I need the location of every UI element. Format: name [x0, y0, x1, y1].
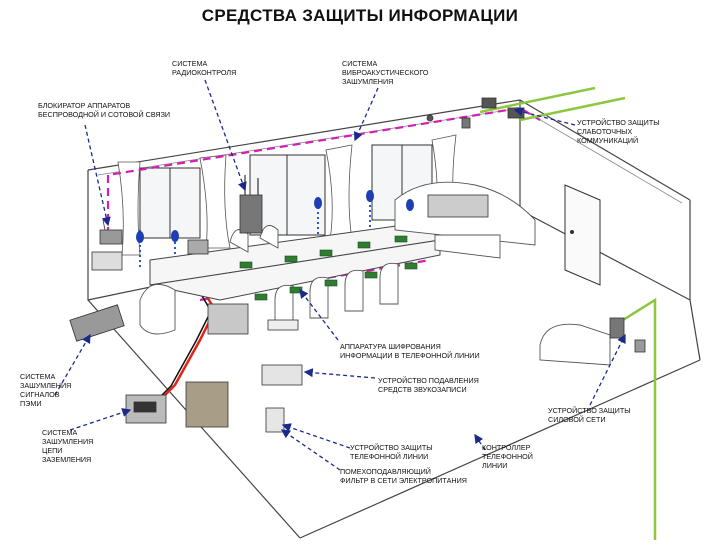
desk-phone-icon	[91, 239, 299, 331]
table-green-devices	[239, 235, 418, 301]
wireless-jammer-icon	[99, 219, 123, 245]
power-filter-icon	[265, 407, 285, 433]
sound-jammer-icon	[261, 364, 303, 386]
label-wireless-blocker: БЛОКИРАТОР АППАРАТОВ БЕСПРОВОДНОЙ И СОТО…	[38, 101, 171, 119]
cable-red	[154, 284, 217, 406]
armchair	[539, 323, 611, 366]
pointer-lines	[54, 79, 626, 471]
label-vibro-noise: СИСТЕМА ВИБРОАКУСТИЧЕСКОГО ЗАШУМЛЕНИЯ	[342, 59, 429, 86]
outlet-protector-icon	[609, 317, 625, 339]
radio-monitor-icon	[239, 175, 263, 234]
label-radio-control: СИСТЕМА РАДИОКОНТРОЛЯ	[172, 59, 237, 77]
label-ground-noise: СИСТЕМА ЗАШУМЛЕНИЯ ЦЕПИ ЗАЗЕМЛЕНИЯ	[42, 428, 94, 464]
label-power-filter: ПОМЕХОПОДАВЛЯЮЩИЙ ФИЛЬТР В СЕТИ ЭЛЕКТРОП…	[340, 467, 467, 485]
page-title: СРЕДСТВА ЗАЩИТЫ ИНФОРМАЦИИ	[201, 6, 519, 25]
chairs	[139, 225, 399, 335]
cable-green	[479, 86, 657, 540]
power-socket-icon	[634, 339, 646, 353]
cable-black	[150, 285, 212, 407]
label-phone-controller: КОНТРОЛЛЕР ТЕЛЕФОННОЙ ЛИНИИ	[482, 443, 533, 470]
door	[564, 184, 601, 286]
label-pemi-noise: СИСТЕМА ЗАШУМЛЕНИЯ СИГНАЛОВ ПЭМИ	[20, 372, 72, 408]
label-sound-suppression: УСТРОЙСТВО ПОДАВЛЕНИЯ СРЕДСТВ ЗВУКОЗАПИС…	[378, 376, 479, 394]
noise-generator-icon	[69, 194, 489, 428]
label-phone-line-protection: УСТРОЙСТВО ЗАЩИТЫ ТЕЛЕФОННОЙ ЛИНИИ	[350, 443, 433, 461]
encryption-device-icon	[207, 303, 249, 335]
label-phone-encryption: АППАРАТУРА ШИФРОВАНИЯ ИНФОРМАЦИИ В ТЕЛЕФ…	[340, 342, 480, 360]
blue-sensors	[136, 190, 414, 243]
sensor-cable-blue	[139, 200, 460, 270]
label-power-protection: УСТРОЙСТВО ЗАЩИТЫ СИЛОВОЙ СЕТИ	[548, 406, 631, 424]
windows	[139, 144, 433, 239]
label-low-current: УСТРОЙСТВО ЗАЩИТЫ СЛАБОТОЧНЫХ КОММУНИКАЦ…	[577, 118, 660, 145]
